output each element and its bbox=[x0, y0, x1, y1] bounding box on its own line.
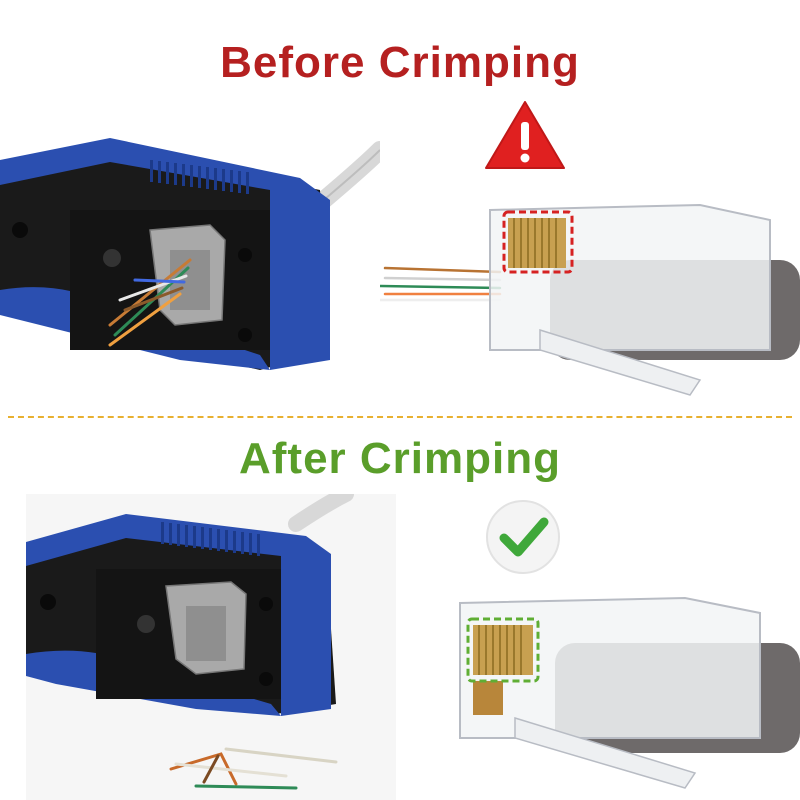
before-crimping-heading: Before Crimping bbox=[220, 38, 580, 87]
section-divider bbox=[8, 416, 792, 418]
checkmark-circle-icon bbox=[486, 500, 560, 574]
rj45-connector-after bbox=[459, 596, 800, 789]
after-crimping-heading: After Crimping bbox=[239, 434, 561, 483]
rj45-connector-before bbox=[380, 203, 800, 396]
before-crimping-section: Before Crimping bbox=[0, 38, 800, 396]
after-crimping-section: After Crimping bbox=[0, 418, 800, 800]
crimping-tool-photo-after bbox=[26, 494, 396, 800]
warning-triangle-icon bbox=[485, 101, 565, 169]
crimping-tool-photo bbox=[0, 138, 380, 370]
